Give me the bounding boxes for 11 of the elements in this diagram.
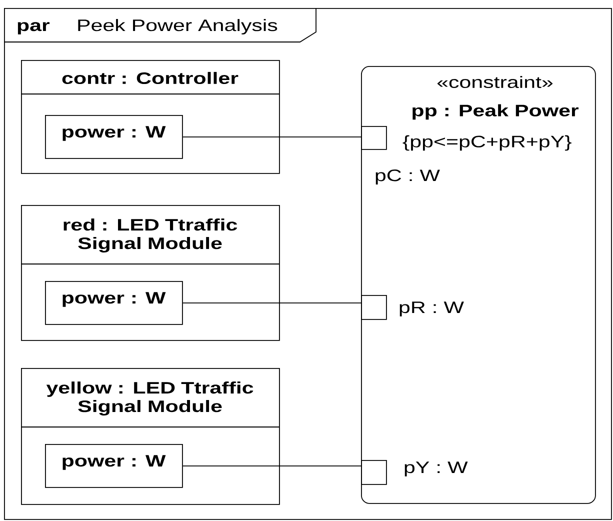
port-label: pY : W [404, 462, 468, 476]
part-box: power : W [45, 115, 183, 159]
port-label: pC : W [376, 170, 440, 184]
part-box: power : W [45, 281, 183, 325]
part-box: power : W [45, 444, 183, 488]
port-box [361, 126, 387, 150]
connector [182, 136, 362, 138]
port-label: pR : W [400, 302, 464, 316]
port-box [361, 295, 387, 320]
connector [182, 302, 362, 304]
port-box [361, 460, 387, 485]
